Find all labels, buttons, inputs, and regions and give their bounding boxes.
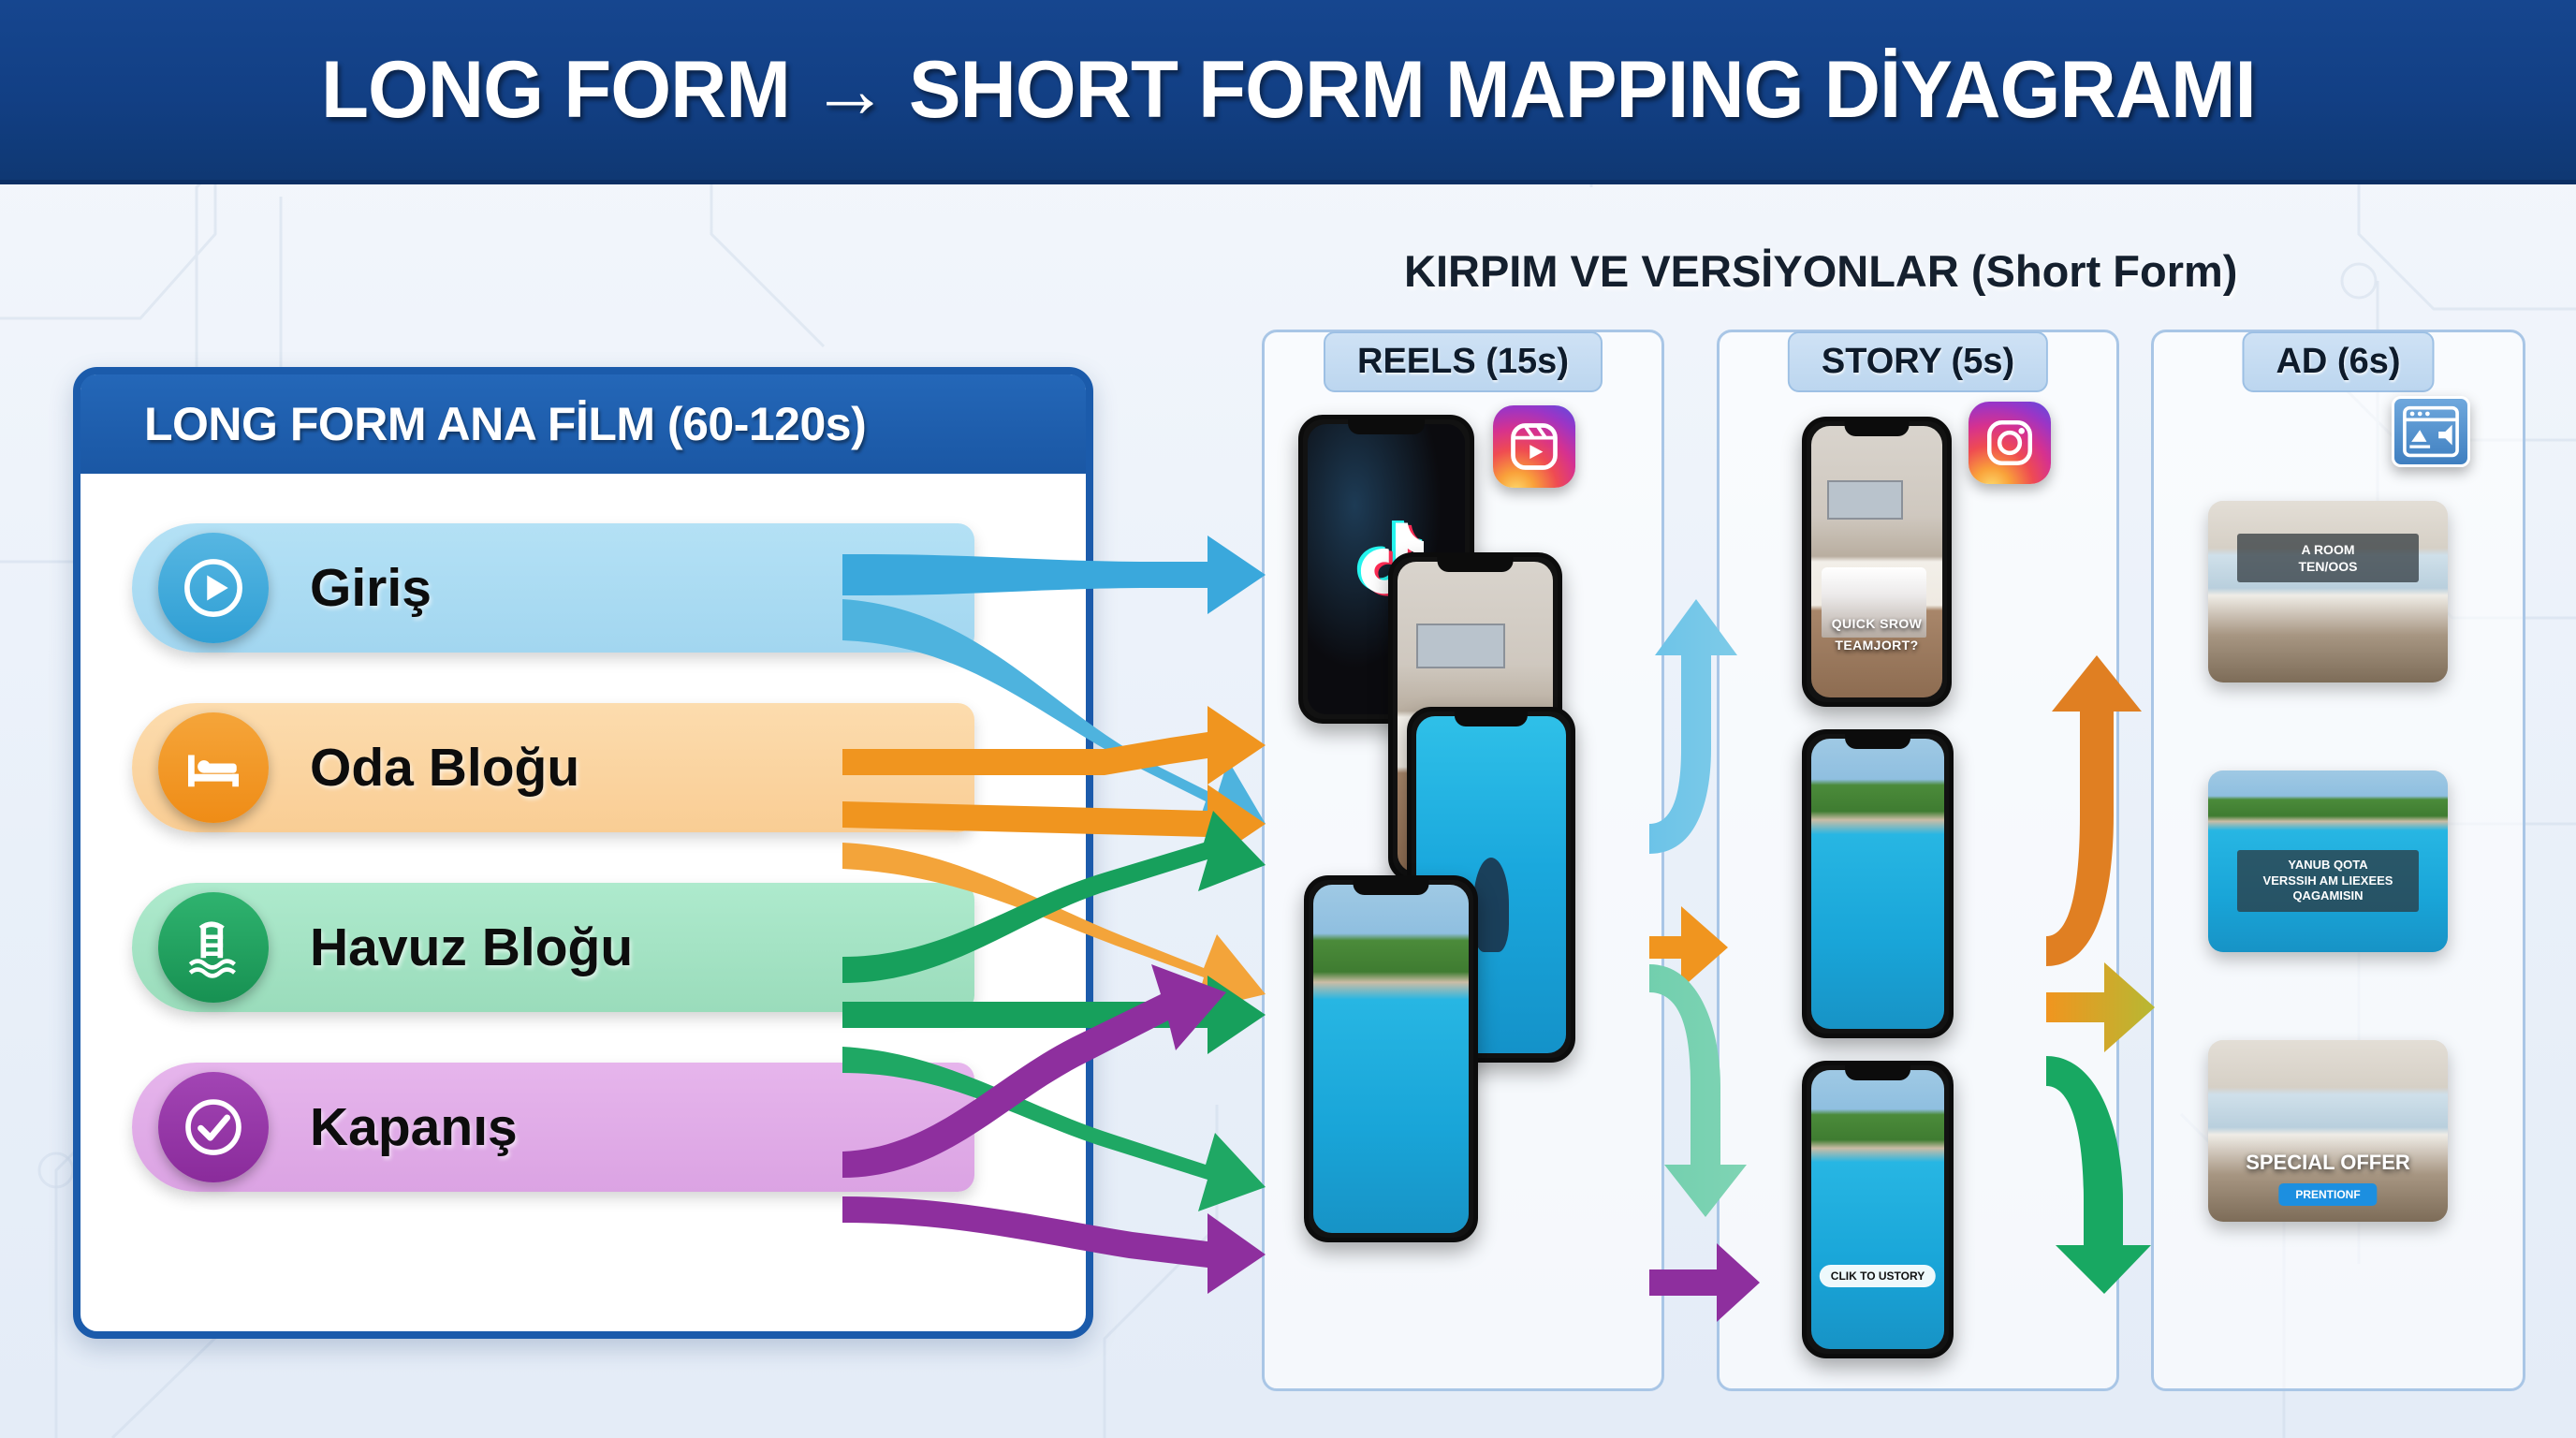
story-overlay-line2: TEAMJORT? xyxy=(1835,638,1919,653)
column-header-ad: AD (6s) xyxy=(2242,331,2435,392)
segment-bar-oda xyxy=(132,703,974,832)
phone-notch xyxy=(1844,421,1910,436)
ad-card-pool-caption: YANUB QOTA VERSSIH AM LIEXEES QAGAMISIN xyxy=(2236,849,2420,913)
long-form-panel-header: LONG FORM ANA FİLM (60-120s) xyxy=(80,374,1086,474)
pool-dive-phone[interactable] xyxy=(1407,707,1575,1063)
display-ad-icon[interactable] xyxy=(2392,396,2470,467)
long-form-panel-title: LONG FORM ANA FİLM (60-120s) xyxy=(144,398,867,450)
story-overlay-line1: QUICK SROW xyxy=(1831,616,1923,631)
ad-card-offer-headline: SPECIAL OFFER xyxy=(2246,1150,2410,1174)
story-splash-phone[interactable] xyxy=(1802,729,1954,1038)
pool-wide-phone[interactable] xyxy=(1304,875,1478,1242)
segment-row-havuz[interactable]: Havuz Bloğu xyxy=(80,871,1086,1024)
pool-ladder-icon xyxy=(158,892,269,1003)
pool-wide-image xyxy=(1313,885,1469,1233)
column-header-reels: REELS (15s) xyxy=(1324,331,1603,392)
phone-screen xyxy=(1811,739,1944,1029)
phone-screen: CLIK TO USTORY xyxy=(1811,1070,1944,1349)
column-ad: AD (6s) A ROOM TEN/OOS YANUB QOTA VERSSI… xyxy=(2151,330,2525,1391)
segment-label-kapanis: Kapanış xyxy=(310,1097,518,1157)
ad-card-room-caption: A ROOM TEN/OOS xyxy=(2236,533,2420,583)
segment-list: Giriş Oda Bloğu xyxy=(80,474,1086,1204)
segment-bar-havuz xyxy=(132,883,974,1012)
ad-room-image xyxy=(2208,501,2448,682)
phone-notch xyxy=(1437,557,1514,572)
story-cta-button[interactable]: CLIK TO USTORY xyxy=(1819,1265,1937,1288)
phone-notch xyxy=(1845,1065,1910,1080)
segment-row-giris[interactable]: Giriş xyxy=(80,511,1086,665)
segment-bar-giris xyxy=(132,523,974,653)
phone-screen xyxy=(1313,885,1469,1233)
column-story: STORY (5s) QUICK SROW TEAMJORT? CLIK TO … xyxy=(1717,330,2119,1391)
phone-notch xyxy=(1353,880,1429,895)
segment-bar-kapanis xyxy=(132,1063,974,1192)
phone-notch xyxy=(1348,419,1425,434)
short-form-section-heading: KIRPIM VE VERSİYONLAR (Short Form) xyxy=(1404,246,2238,296)
check-circle-icon xyxy=(158,1072,269,1182)
column-header-story: STORY (5s) xyxy=(1787,331,2049,392)
page-title: LONG FORM → SHORT FORM MAPPING DİYAGRAMI xyxy=(320,44,2257,135)
story-room-phone[interactable]: QUICK SROW TEAMJORT? xyxy=(1802,417,1952,707)
instagram-icon[interactable] xyxy=(1969,402,2051,484)
hotel-room-image xyxy=(1811,426,1942,697)
phone-screen: QUICK SROW TEAMJORT? xyxy=(1811,426,1942,697)
segment-row-oda[interactable]: Oda Bloğu xyxy=(80,691,1086,844)
pool-image xyxy=(1811,1070,1944,1349)
page-header: LONG FORM → SHORT FORM MAPPING DİYAGRAMI xyxy=(0,0,2576,184)
story-pool-phone[interactable]: CLIK TO USTORY xyxy=(1802,1061,1954,1358)
long-form-panel: LONG FORM ANA FİLM (60-120s) Giriş xyxy=(73,367,1093,1339)
ad-card-room[interactable]: A ROOM TEN/OOS xyxy=(2208,501,2448,682)
ad-card-offer[interactable]: SPECIAL OFFER PRENTIONF xyxy=(2208,1040,2448,1222)
segment-row-kapanis[interactable]: Kapanış xyxy=(80,1050,1086,1204)
segment-label-havuz: Havuz Bloğu xyxy=(310,917,634,977)
segment-label-giris: Giriş xyxy=(310,558,432,618)
play-circle-icon xyxy=(158,533,269,643)
phone-notch xyxy=(1454,712,1529,726)
ad-card-pool[interactable]: YANUB QOTA VERSSIH AM LIEXEES QAGAMISIN xyxy=(2208,770,2448,952)
pool-splash-image xyxy=(1811,739,1944,1029)
segment-label-oda: Oda Bloğu xyxy=(310,738,580,798)
column-reels: REELS (15s) xyxy=(1262,330,1664,1391)
instagram-reels-icon[interactable] xyxy=(1493,405,1575,488)
phone-notch xyxy=(1845,734,1910,749)
bed-icon xyxy=(158,712,269,823)
ad-card-offer-button[interactable]: PRENTIONF xyxy=(2278,1182,2378,1206)
